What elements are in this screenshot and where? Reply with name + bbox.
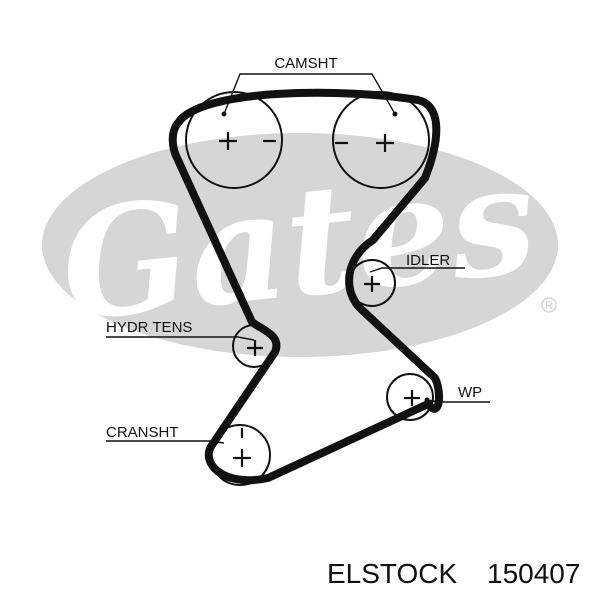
plus-sign-icon [233, 449, 251, 467]
crankshaft-label: CRANSHT [106, 424, 179, 441]
crankshaft-leader [106, 440, 225, 444]
plus-sign-icon [247, 340, 263, 356]
camshaft-bracket [223, 73, 396, 115]
idler-leader [369, 267, 465, 273]
timing-belt [168, 88, 444, 485]
camshaft-label: CAMSHT [274, 55, 337, 72]
plus-sign-icon [404, 390, 420, 406]
crankshaft-pulley [209, 424, 271, 486]
water-pump-label: WP [458, 384, 482, 401]
hydraulic-tensioner-leader [106, 336, 255, 341]
idler-label: IDLER [406, 252, 450, 269]
hydraulic-tensioner-label: HYDR TENS [106, 319, 192, 336]
plus-sign-icon [364, 276, 380, 292]
water-pump-leader [426, 399, 490, 403]
gates-watermark: Gates R [42, 131, 558, 357]
plus-sign-icon [376, 134, 394, 152]
brand-name: ELSTOCK [327, 558, 458, 589]
registered-mark-circle [541, 297, 557, 313]
watermark-ellipse [42, 133, 558, 357]
part-number: 150407 [487, 558, 580, 589]
idler-pulley [348, 259, 396, 307]
hydraulic-tensioner-pulley [232, 324, 276, 368]
plus-sign-icon [219, 132, 237, 150]
registered-mark: R [545, 300, 553, 312]
